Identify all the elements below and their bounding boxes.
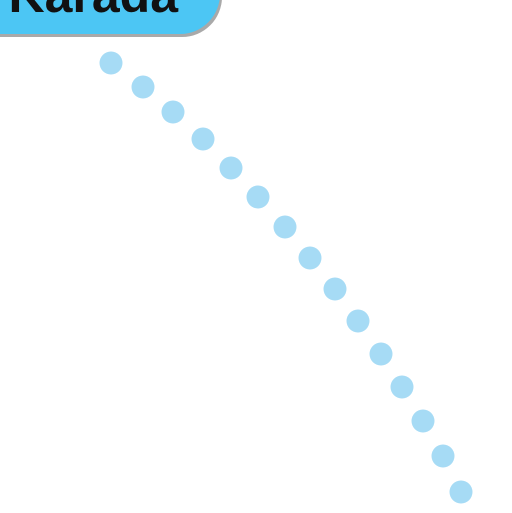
dot-group: [99, 51, 473, 504]
route-dot: [298, 246, 322, 270]
route-dot: [131, 75, 155, 99]
route-dot: [323, 277, 347, 301]
route-dot: [346, 309, 370, 333]
route-dot: [411, 409, 435, 433]
route-dot: [369, 342, 393, 366]
title-text: Karada: [8, 0, 178, 20]
route-dot: [273, 215, 297, 239]
route-dot: [191, 127, 215, 151]
route-dot: [246, 185, 270, 209]
route-dot: [161, 100, 185, 124]
route-dot: [431, 444, 455, 468]
route-dot: [449, 480, 473, 504]
route-dot: [390, 375, 414, 399]
route-dot: [99, 51, 123, 75]
title-banner: Karada: [0, 0, 220, 34]
route-dot: [219, 156, 243, 180]
